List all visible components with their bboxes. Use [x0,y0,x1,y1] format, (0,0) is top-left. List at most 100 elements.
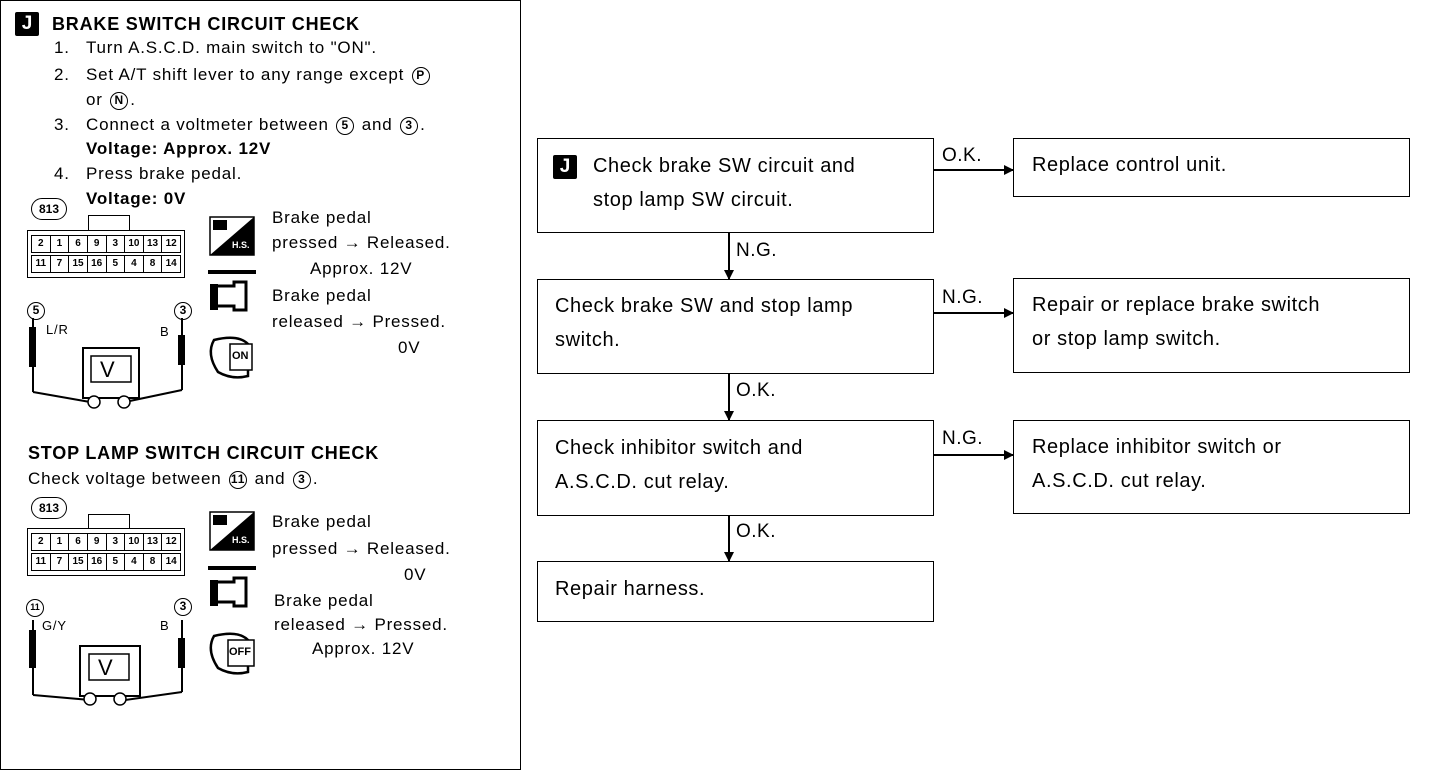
step-text-part: . [130,90,136,109]
pedal-state-value: Approx. 12V [312,639,415,658]
connector-pin: 7 [51,256,70,272]
step-result: Voltage: 0V [86,189,187,208]
shift-range-symbol: P [411,67,430,85]
pedal-state-text: Brake pedal [272,208,372,227]
step-text-part: . [420,115,426,134]
pedal-state-text: Brake pedal [272,512,372,531]
wire-color-right: B [160,618,170,633]
connector-pin: 8 [144,256,163,272]
connector-pin: 4 [125,554,144,570]
step-text-part: Connect a voltmeter between [86,115,329,134]
connector-pin: 10 [125,534,144,550]
flow-box-text: Check inhibitor switch and [555,437,803,459]
connector-pin: 1 [51,534,70,550]
pedal-state-value: Approx. 12V [310,259,413,278]
instruction-part: Check voltage between [28,469,222,488]
connector-pin: 13 [144,534,163,550]
instruction-part: . [312,469,319,488]
connector-pin: 14 [165,556,177,567]
connector-housing-tab [88,514,130,529]
flow-box-text: A.S.C.D. cut relay. [1032,470,1207,492]
connector-pin: 1 [51,236,70,252]
flow-box-text: Replace control unit. [1032,154,1227,176]
hs-label: H.S. [232,240,250,250]
connector-housing-tab [88,215,130,230]
flow-arrow-label: O.K. [942,145,983,166]
connector-pin: 6 [69,534,88,550]
probe-terminal-positive: 5 [25,302,47,320]
connector-pin: 11 [32,554,51,570]
flow-box-text: Check brake SW and stop lamp [555,295,854,317]
terminal-symbol: 3 [292,471,311,489]
wire-color-right: B [160,324,170,339]
flow-step-box-2: Check brake SW and stop lamp switch. [537,279,934,374]
flow-box-text: Repair harness. [555,578,706,600]
connector-pin: 9 [88,534,107,550]
connector-pin: 7 [51,554,70,570]
stop-lamp-instruction: Check voltage between 11 and 3. [28,469,318,489]
flow-result-box-2: Repair or replace brake switch or stop l… [1013,278,1410,373]
connector-pin: 11 [32,256,51,272]
step-text: Connect a voltmeter between 5 and 3. [86,115,426,135]
connector-pin: 4 [125,256,144,272]
connector-code-badge: 813 [31,198,67,220]
connector-pin: 2 [32,534,51,550]
flow-result-box-1: Replace control unit. [1013,138,1410,197]
connector-pin: 2 [32,236,51,252]
probe-terminal-negative: 3 [172,598,194,616]
step-text: Set A/T shift lever to any range except … [86,65,432,85]
flow-box-text: Repair or replace brake switch [1032,294,1321,316]
key-position-label: ON [232,350,249,362]
flow-step-box-1: J Check brake SW circuit and stop lamp S… [537,138,934,233]
flow-step-box-4: Repair harness. [537,561,934,622]
pedal-state-text: pressed → Released. [272,233,451,252]
wire-color-left: G/Y [42,618,67,633]
step-text: Press brake pedal. [86,164,243,183]
hs-label: H.S. [232,535,250,545]
pedal-state-text: pressed → Released. [272,539,451,558]
connector-code-badge: 813 [31,497,67,519]
connector-pin: 15 [69,256,88,272]
connector-pin: 9 [88,236,107,252]
flow-arrow-label: O.K. [736,380,777,401]
key-position-label: OFF [229,646,251,658]
connector-pin: 5 [107,554,126,570]
flow-box-text: switch. [555,329,621,351]
step-text: or N. [86,90,136,110]
pedal-state-text: Brake pedal [272,286,372,305]
flow-step-box-3: Check inhibitor switch and A.S.C.D. cut … [537,420,934,516]
terminal-symbol: 5 [27,302,45,320]
flow-box-text: Replace inhibitor switch or [1032,436,1282,458]
terminal-symbol: 5 [336,117,355,135]
connector-pin: 6 [69,236,88,252]
probe-terminal-negative: 3 [172,302,194,320]
brake-section-title: BRAKE SWITCH CIRCUIT CHECK [52,14,360,34]
connector-pin: 8 [144,554,163,570]
connector-pin: 16 [88,256,107,272]
instruction-panel [0,0,521,770]
terminal-symbol: 3 [174,598,192,616]
connector-pin: 3 [107,236,126,252]
connector-pin: 16 [88,554,107,570]
flow-arrow-label: O.K. [736,521,777,542]
pedal-state-text: released → Pressed. [272,312,446,331]
terminal-symbol: 3 [400,117,419,135]
connector-pin: 12 [165,536,177,547]
step-number: 4. [54,164,70,183]
flow-arrow-label: N.G. [736,240,778,261]
flow-box-text: A.S.C.D. cut relay. [555,471,730,493]
step-text-part: Set A/T shift lever to any range except [86,65,405,84]
terminal-symbol: 11 [229,471,248,489]
connector-pin: 3 [107,534,126,550]
wire-color-left: L/R [46,322,69,337]
step-number: 1. [54,38,70,57]
connector-pin: 15 [69,554,88,570]
step-text-part: or [86,90,103,109]
flow-arrow-label: N.G. [942,287,984,308]
connector-pin: 12 [165,238,177,249]
